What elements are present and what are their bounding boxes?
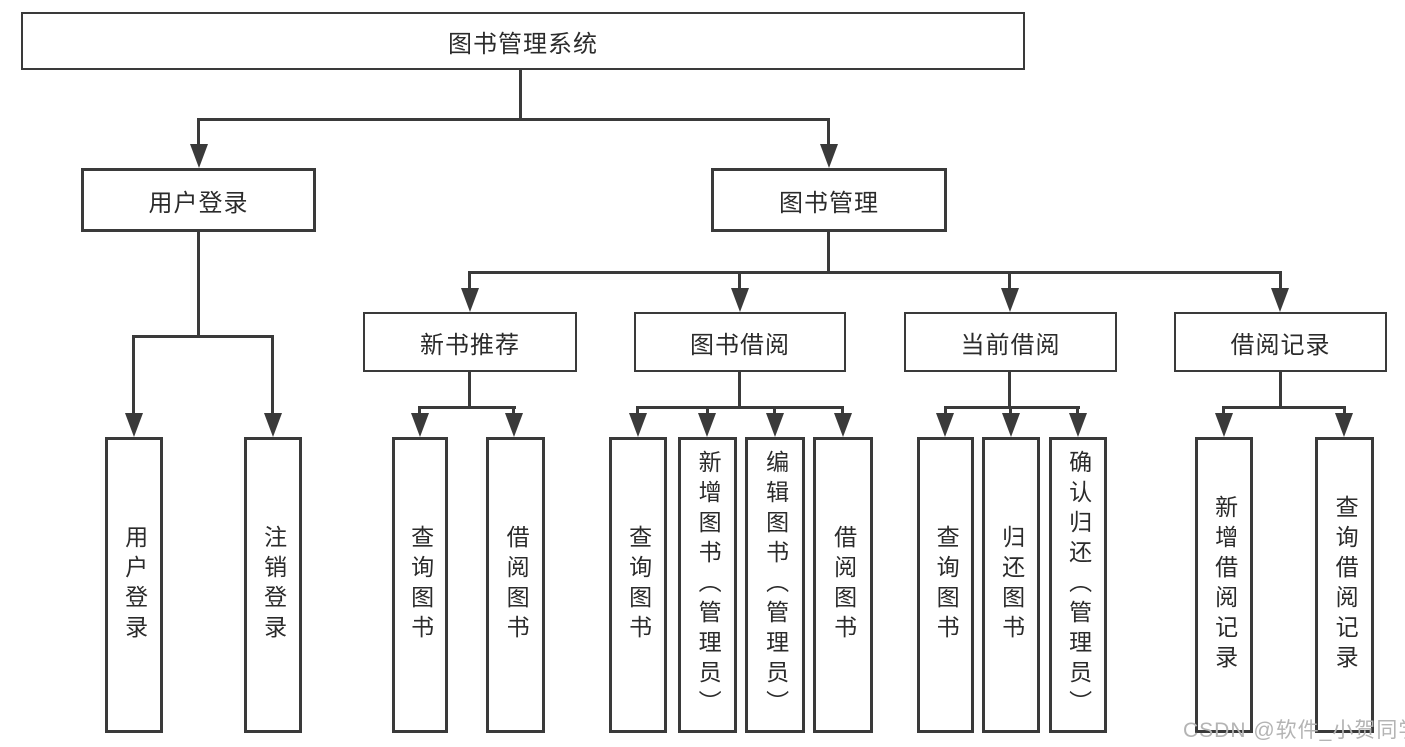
arrowhead-down — [1001, 288, 1019, 312]
connector-line — [738, 271, 741, 290]
connector-line — [773, 406, 776, 416]
arrowhead-down — [1215, 413, 1233, 437]
connector-line — [944, 406, 1080, 409]
connector-line — [197, 118, 200, 147]
connector-line — [1343, 406, 1346, 416]
connector-line — [827, 231, 830, 274]
node-new-books: 新书推荐 — [363, 312, 577, 372]
leaf-borrow-books-newbooks: 借阅图书 — [486, 437, 545, 733]
connector-line — [271, 335, 274, 415]
leaf-confirm-return-admin: 确认归还（管理员） — [1049, 437, 1107, 733]
leaf-label: 新增借阅记录 — [1211, 495, 1238, 675]
node-borrow-records-label: 借阅记录 — [1230, 331, 1331, 359]
arrowhead-down — [1069, 413, 1087, 437]
leaf-label: 借阅图书 — [503, 525, 530, 645]
connector-line — [1009, 406, 1012, 416]
arrowhead-down — [698, 413, 716, 437]
connector-line — [1279, 271, 1282, 290]
connector-line — [468, 271, 471, 290]
leaf-label: 查询图书 — [625, 525, 652, 645]
connector-line — [468, 271, 1282, 274]
connector-line — [418, 406, 421, 416]
arrowhead-down — [936, 413, 954, 437]
connector-line — [827, 118, 830, 147]
arrowhead-down — [505, 413, 523, 437]
connector-line — [1008, 271, 1011, 290]
leaf-return-book: 归还图书 — [982, 437, 1040, 733]
arrowhead-down — [264, 413, 282, 437]
connector-line — [512, 406, 515, 416]
connector-line — [197, 118, 830, 121]
connector-line — [706, 406, 709, 416]
arrowhead-down — [1002, 413, 1020, 437]
arrowhead-down — [1271, 288, 1289, 312]
leaf-query-books-newbooks: 查询图书 — [392, 437, 448, 733]
leaf-query-books-current: 查询图书 — [917, 437, 974, 733]
leaf-logout-label: 注销登录 — [260, 525, 287, 645]
node-current-borrow: 当前借阅 — [904, 312, 1117, 372]
connector-line — [468, 370, 471, 408]
leaf-user-login: 用户登录 — [105, 437, 163, 733]
leaf-label: 查询借阅记录 — [1332, 495, 1359, 675]
connector-line — [636, 406, 844, 409]
connector-line — [197, 231, 200, 338]
leaf-label: 新增图书（管理员） — [695, 450, 722, 720]
arrowhead-down — [731, 288, 749, 312]
connector-line — [1279, 370, 1282, 408]
node-root-label: 图书管理系统 — [448, 30, 598, 58]
leaf-query-books-borrow: 查询图书 — [609, 437, 667, 733]
arrowhead-down — [629, 413, 647, 437]
connector-line — [944, 406, 947, 416]
leaf-user-login-label: 用户登录 — [121, 525, 148, 645]
arrowhead-down — [1335, 413, 1353, 437]
node-user-login: 用户登录 — [81, 168, 316, 232]
connector-line — [636, 406, 639, 416]
leaf-query-borrow-record: 查询借阅记录 — [1315, 437, 1374, 733]
connector-line — [418, 406, 516, 409]
leaf-borrow-books-borrow: 借阅图书 — [813, 437, 873, 733]
node-book-mgmt-label: 图书管理 — [779, 189, 879, 217]
connector-line — [519, 69, 522, 121]
leaf-add-book-admin: 新增图书（管理员） — [678, 437, 737, 733]
leaf-label: 查询图书 — [933, 525, 960, 645]
node-book-borrow: 图书借阅 — [634, 312, 846, 372]
arrowhead-down — [766, 413, 784, 437]
leaf-edit-book-admin: 编辑图书（管理员） — [745, 437, 805, 733]
node-current-borrow-label: 当前借阅 — [960, 331, 1061, 359]
csdn-watermark: CSDN @软件_小贺同学 — [1183, 719, 1405, 742]
node-root: 图书管理系统 — [21, 12, 1025, 70]
connector-line — [841, 406, 844, 416]
arrowhead-down — [411, 413, 429, 437]
leaf-label: 确认归还（管理员） — [1065, 450, 1092, 720]
node-borrow-records: 借阅记录 — [1174, 312, 1387, 372]
leaf-logout: 注销登录 — [244, 437, 302, 733]
connector-line — [1008, 370, 1011, 408]
connector-line — [1222, 406, 1225, 416]
connector-line — [1222, 406, 1346, 409]
node-user-login-label: 用户登录 — [148, 189, 249, 217]
leaf-label: 编辑图书（管理员） — [762, 450, 789, 720]
node-book-borrow-label: 图书借阅 — [690, 331, 790, 359]
leaf-label: 借阅图书 — [830, 525, 857, 645]
node-book-mgmt: 图书管理 — [711, 168, 947, 232]
arrowhead-down — [461, 288, 479, 312]
arrowhead-down — [834, 413, 852, 437]
arrowhead-down — [190, 144, 208, 168]
node-new-books-label: 新书推荐 — [420, 331, 520, 359]
leaf-label: 归还图书 — [998, 525, 1025, 645]
leaf-add-borrow-record: 新增借阅记录 — [1195, 437, 1253, 733]
leaf-label: 查询图书 — [407, 525, 434, 645]
arrowhead-down — [125, 413, 143, 437]
connector-line — [132, 335, 135, 415]
connector-line — [738, 370, 741, 408]
connector-line — [132, 335, 274, 338]
connector-line — [1076, 406, 1079, 416]
arrowhead-down — [820, 144, 838, 168]
